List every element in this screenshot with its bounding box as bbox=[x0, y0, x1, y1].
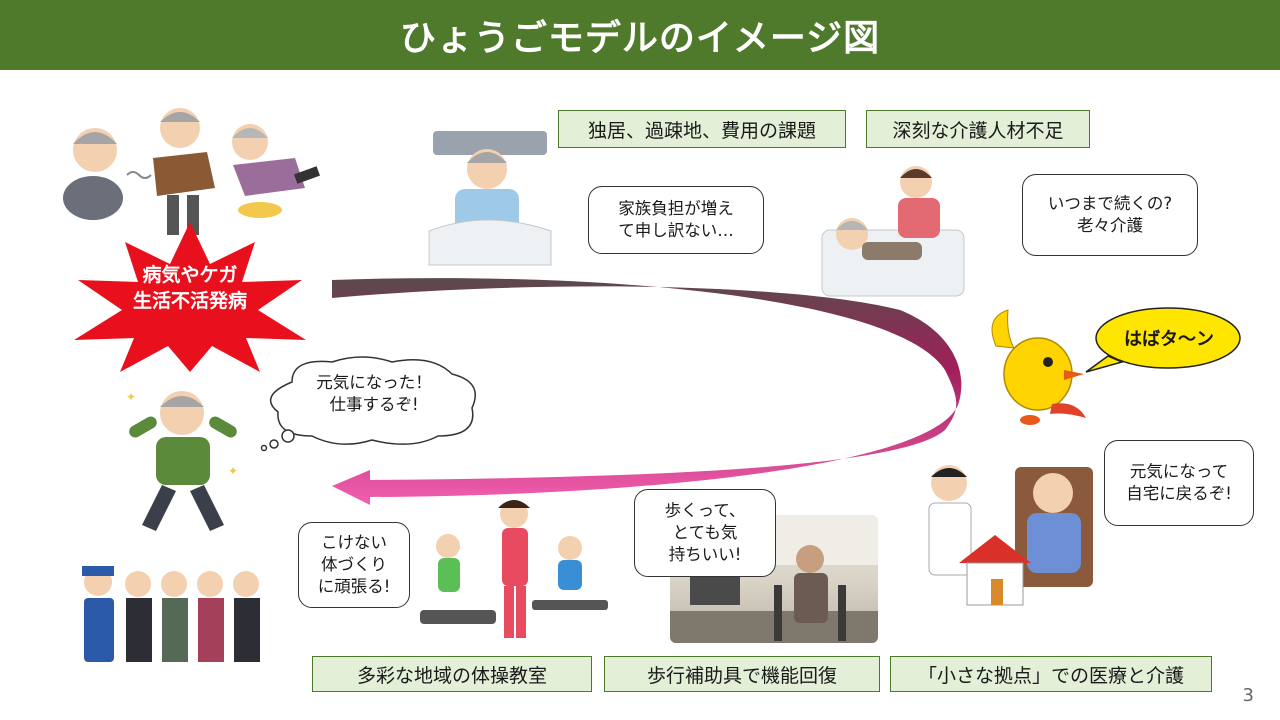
healthy-elder-illustration: ✦ ✦ bbox=[126, 390, 238, 531]
mascot-bubble-text: はばタ～ン bbox=[1124, 329, 1214, 350]
svg-text:✦: ✦ bbox=[126, 390, 136, 404]
bed-patient-illustration bbox=[428, 131, 552, 266]
workers-group-illustration bbox=[82, 566, 260, 662]
page-title: ひょうごモデルのイメージ図 bbox=[399, 18, 881, 59]
svg-text:✦: ✦ bbox=[228, 464, 238, 478]
elderly-group-illustration bbox=[63, 108, 320, 235]
illness-burst bbox=[74, 222, 306, 372]
thought-bubble-shape bbox=[260, 356, 476, 452]
label-exercise-class: 多彩な地域の体操教室 bbox=[312, 656, 592, 692]
doctor-home-illustration bbox=[928, 465, 1093, 606]
label-small-hub: 「小さな拠点」での医療と介護 bbox=[890, 656, 1212, 692]
speech-bubble-walking: 歩くって、 とても気 持ちいい! bbox=[634, 489, 776, 577]
illness-burst-text: 病気やケガ 生活不活発病 bbox=[132, 264, 247, 312]
mascot-bubble-shape bbox=[1085, 307, 1241, 373]
page-number: 3 bbox=[1242, 685, 1254, 706]
exercise-class-illustration bbox=[420, 500, 608, 638]
thought-bubble-work-again: 元気になった！ 仕事するぞ! bbox=[316, 373, 432, 415]
mascot-bird-illustration bbox=[991, 309, 1086, 425]
speech-bubble-elder-care: いつまで続くの? 老々介護 bbox=[1022, 174, 1198, 256]
label-walking-aid: 歩行補助具で機能回復 bbox=[604, 656, 880, 692]
label-isolation-issue: 独居、過疎地、費用の課題 bbox=[558, 110, 846, 148]
speech-bubble-go-home: 元気になって 自宅に戻るぞ! bbox=[1104, 440, 1254, 526]
elder-care-illustration bbox=[821, 166, 965, 297]
title-bar: ひょうごモデルのイメージ図 bbox=[0, 0, 1280, 70]
speech-bubble-family-burden: 家族負担が増え て申し訳ない… bbox=[588, 186, 764, 254]
label-caregiver-shortage: 深刻な介護人材不足 bbox=[866, 110, 1090, 148]
speech-bubble-no-fall: こけない 体づくり に頑張る! bbox=[298, 522, 410, 608]
